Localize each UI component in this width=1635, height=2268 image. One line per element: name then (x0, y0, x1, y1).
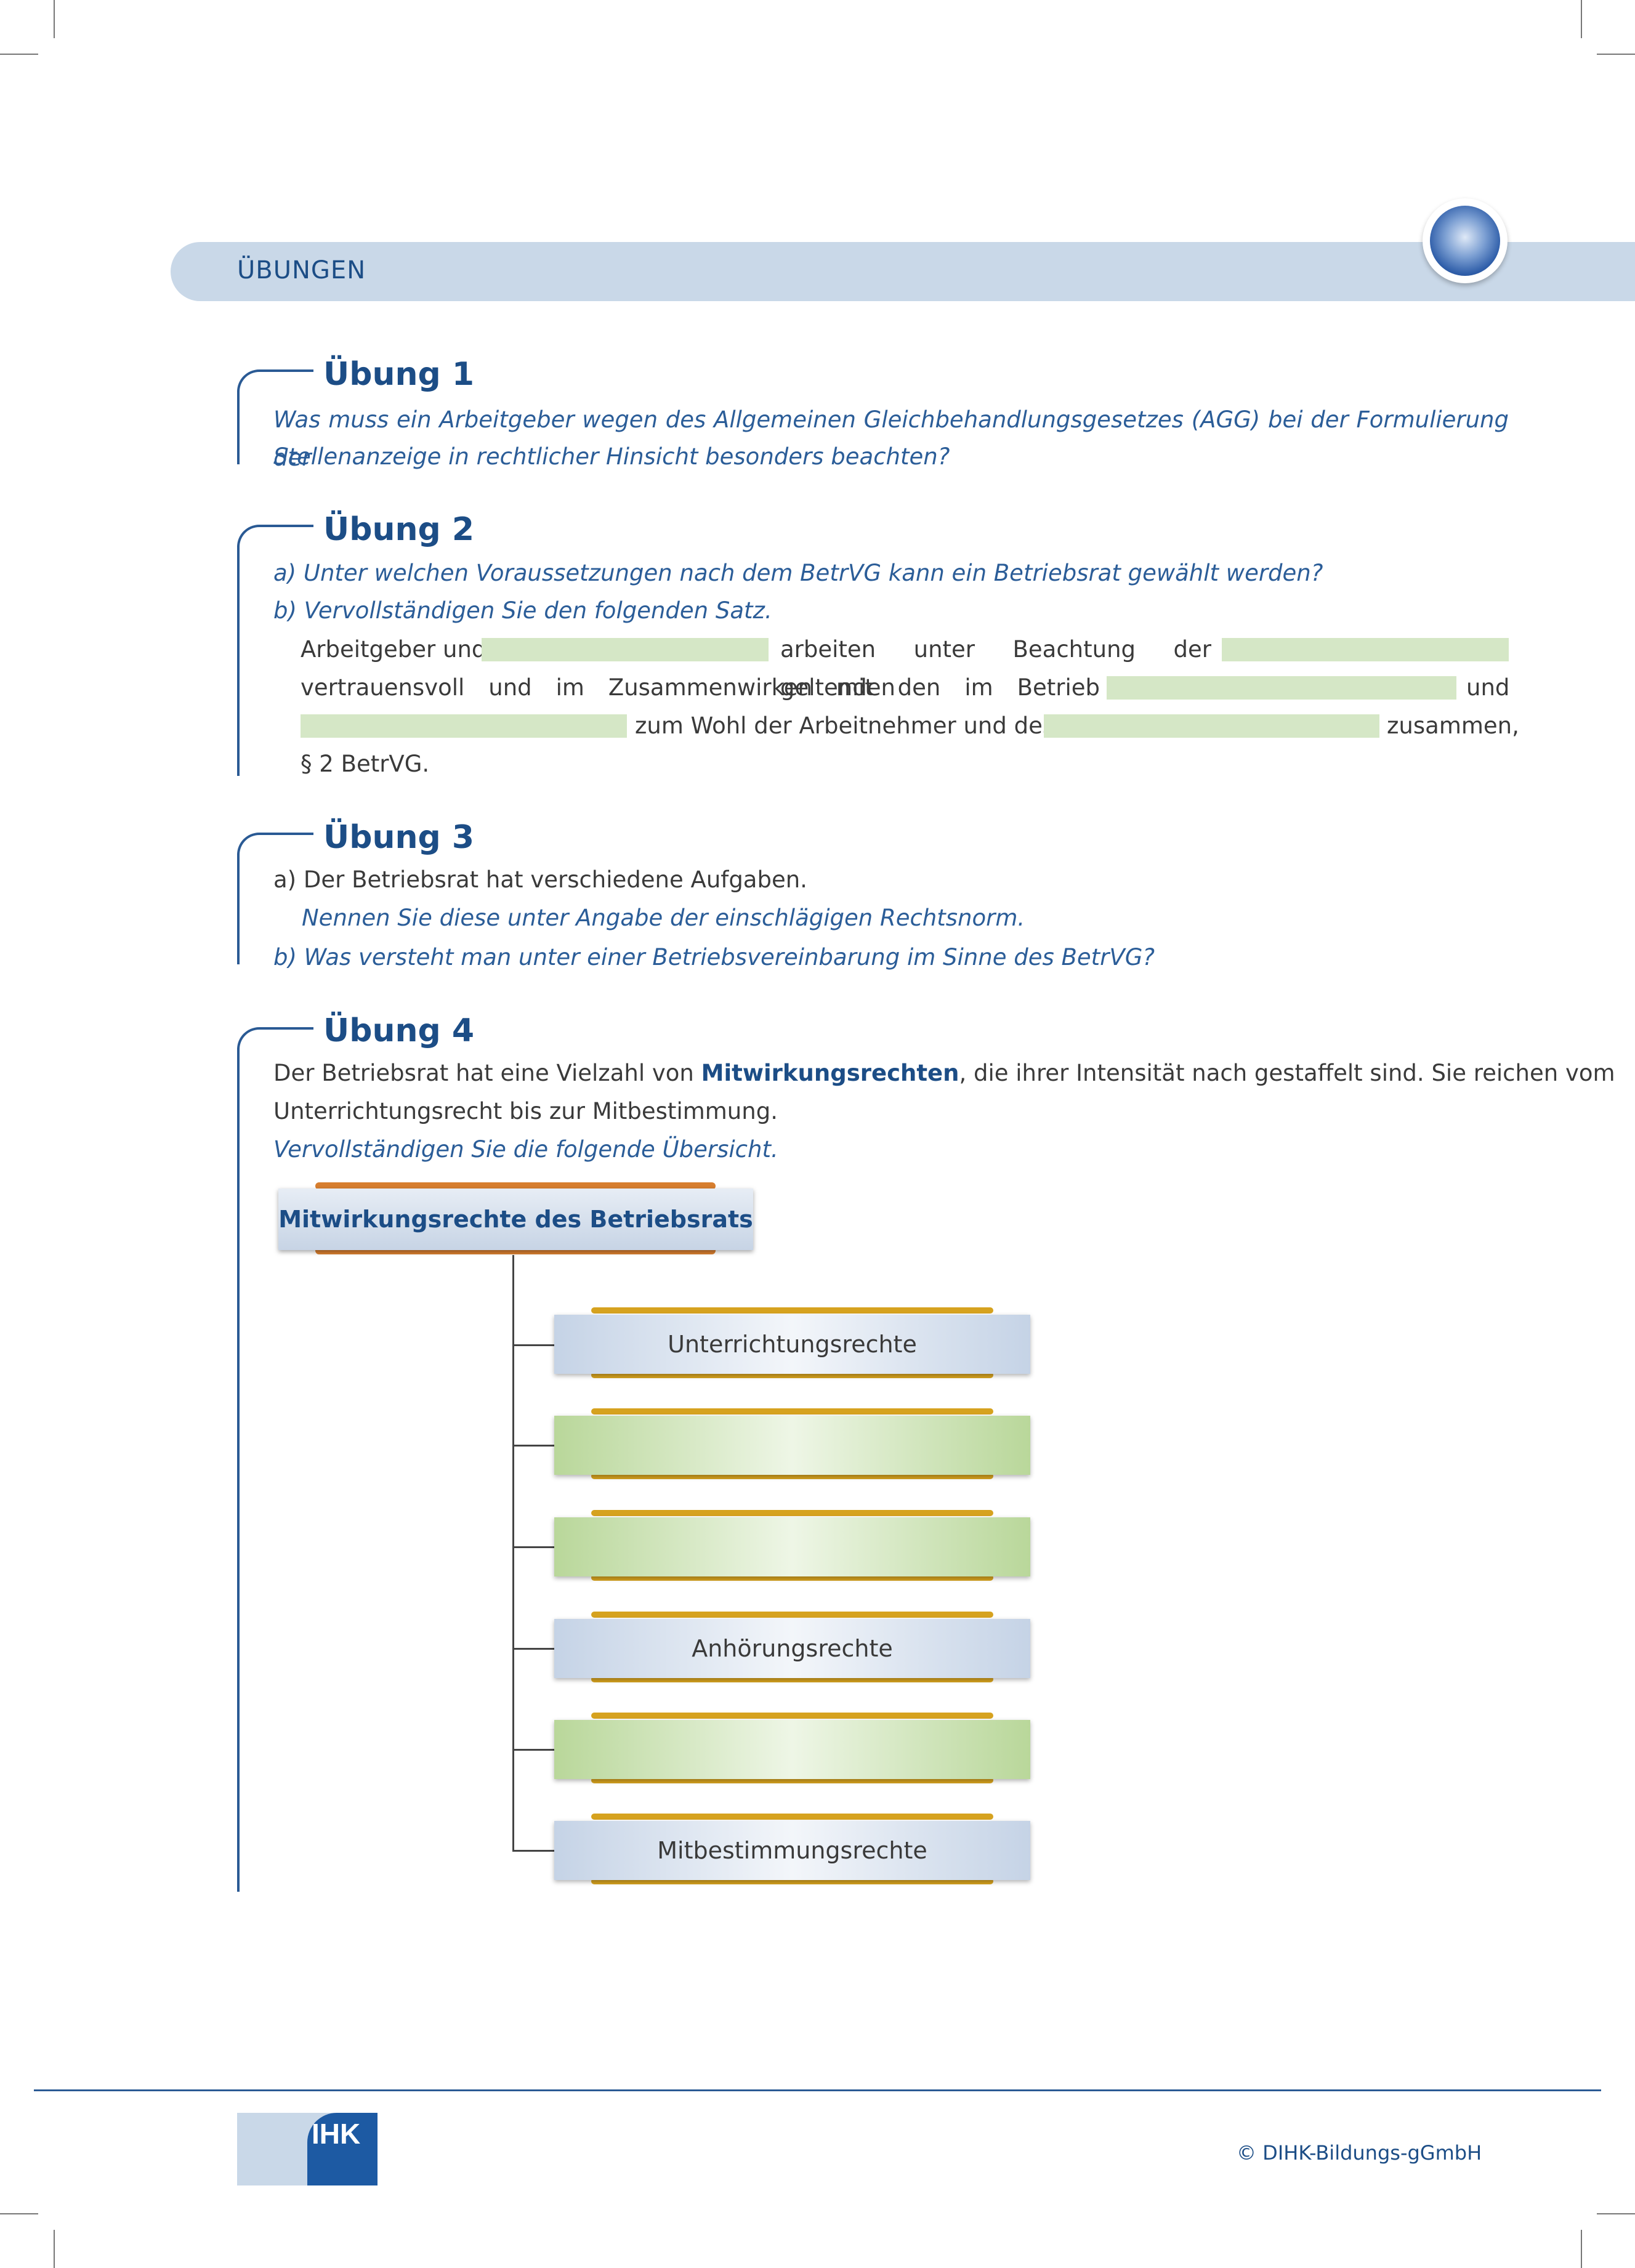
exercise-1-question-line-2: Stellenanzeige in rechtlicher Hinsicht b… (273, 443, 950, 470)
crop-mark (1581, 2230, 1582, 2268)
exercise-4-intro-line-1: Der Betriebsrat hat eine Vielzahl von Mi… (273, 1060, 1615, 1086)
sentence-text: arbeiten unter Beachtung der geltenden (780, 636, 1211, 701)
sentence-text: Arbeitgeber und (301, 636, 486, 663)
exercise-2-question-b: b) Vervollständigen Sie den folgenden Sa… (273, 597, 772, 624)
connector-branch (512, 1850, 554, 1852)
exercise-3-title: Übung 3 (323, 819, 474, 856)
exercise-bracket-curve (237, 833, 313, 857)
exercise-2-title: Übung 2 (323, 511, 474, 548)
child-accent (591, 1372, 993, 1378)
child-accent (591, 1307, 993, 1314)
diagram-node-anhoerungsrechte: Anhörungsrechte (554, 1619, 1030, 1678)
child-accent (591, 1575, 993, 1581)
connector-branch (512, 1749, 554, 1751)
exercise-1-title: Übung 1 (323, 356, 474, 393)
exercise-bracket-curve (237, 1027, 313, 1052)
diagram-node-blank[interactable] (554, 1416, 1030, 1475)
ihk-logo (307, 2113, 377, 2185)
exercise-3-question-a-instruction: Nennen Sie diese unter Angabe der einsch… (302, 905, 1025, 931)
child-accent (591, 1777, 993, 1783)
exercise-bracket (237, 854, 240, 964)
exercise-bracket (237, 546, 240, 776)
diagram-node-unterrichtungsrechte: Unterrichtungsrechte (554, 1315, 1030, 1374)
diagram-root-box: Mitwirkungsrechte des Betriebsrats (278, 1188, 753, 1250)
fill-in-blank[interactable] (1107, 676, 1456, 700)
sentence-text: zusammen, (1387, 712, 1519, 739)
highlight-term: Mitwirkungsrechten (701, 1060, 959, 1086)
connector-branch (512, 1546, 554, 1548)
child-accent (591, 1408, 993, 1414)
sentence-text: zum Wohl der Arbeitnehmer und des (635, 712, 1055, 739)
root-top-accent (315, 1182, 716, 1190)
child-accent (591, 1878, 993, 1884)
crop-mark (0, 2213, 38, 2214)
child-accent (591, 1473, 993, 1479)
ihk-logo-text: IHK (312, 2118, 361, 2150)
sentence-text: § 2 BetrVG. (301, 751, 430, 777)
sphere-icon-inner (1430, 206, 1500, 276)
diagram-node-blank[interactable] (554, 1517, 1030, 1576)
child-accent (591, 1612, 993, 1618)
crop-mark (1597, 54, 1635, 55)
connector-branch (512, 1344, 554, 1346)
crop-mark (54, 2230, 55, 2268)
exercise-1-question-line-1: Was muss ein Arbeitgeber wegen des Allge… (273, 406, 1509, 471)
sentence-text: und (1466, 674, 1510, 701)
child-accent (591, 1510, 993, 1516)
exercise-bracket-curve (237, 525, 313, 549)
exercise-2-question-a: a) Unter welchen Voraussetzungen nach de… (273, 560, 1323, 586)
crop-mark (1581, 0, 1582, 38)
header-band (171, 242, 1635, 301)
exercise-4-title: Übung 4 (323, 1012, 474, 1049)
exercise-4-instruction: Vervollständigen Sie die folgende Übersi… (273, 1136, 778, 1163)
section-title: ÜBUNGEN (237, 256, 366, 285)
fill-in-blank[interactable] (301, 714, 627, 738)
exercise-bracket (237, 390, 240, 464)
connector-trunk (512, 1255, 514, 1850)
exercise-3-question-a: a) Der Betriebsrat hat verschiedene Aufg… (273, 866, 807, 893)
child-accent (591, 1814, 993, 1820)
fill-in-blank[interactable] (1044, 714, 1379, 738)
child-accent (591, 1713, 993, 1719)
connector-branch (512, 1445, 554, 1447)
exercise-4-intro-line-2: Unterrichtungsrecht bis zur Mitbestimmun… (273, 1098, 778, 1124)
diagram-node-mitbestimmungsrechte: Mitbestimmungsrechte (554, 1821, 1030, 1880)
diagram-node-blank[interactable] (554, 1720, 1030, 1779)
exercise-bracket (237, 1048, 240, 1892)
fill-in-blank[interactable] (1222, 638, 1509, 661)
footer-rule (34, 2089, 1601, 2091)
copyright-notice: © DIHK-Bildungs-gGmbH (1237, 2141, 1482, 2165)
connector-branch (512, 1648, 554, 1650)
exercise-bracket-curve (237, 369, 313, 394)
child-accent (591, 1676, 993, 1682)
crop-mark (54, 0, 55, 38)
fill-in-blank[interactable] (482, 638, 769, 661)
crop-mark (1597, 2213, 1635, 2214)
crop-mark (0, 54, 38, 55)
exercise-3-question-b: b) Was versteht man unter einer Betriebs… (273, 944, 1155, 971)
